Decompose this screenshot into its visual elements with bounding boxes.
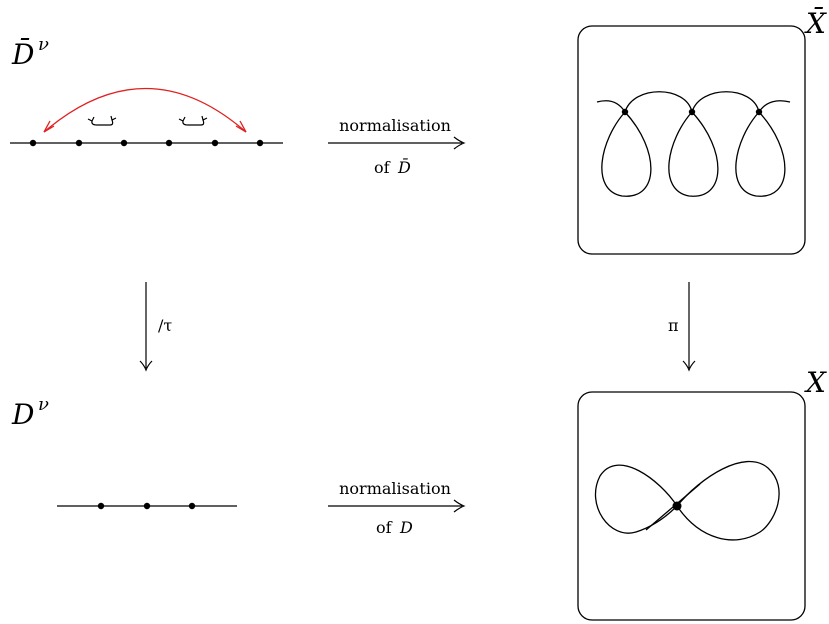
xbar-arc-right (758, 100, 791, 113)
xbar-loop-3 (735, 111, 786, 197)
xbar-box: X̄ (577, 6, 827, 255)
bottom-arrow-var: D (399, 518, 413, 537)
x-box: X (577, 366, 827, 621)
xbar-loop-1 (601, 111, 652, 197)
xbar-loop-2 (668, 111, 719, 197)
x-label: X (804, 366, 827, 399)
x-loop-right (676, 461, 780, 541)
xbar-label: X̄ (804, 6, 827, 40)
xbar-node-2 (688, 108, 696, 116)
top-arrow-var: D̄ (397, 156, 411, 177)
d-point-3 (188, 502, 196, 510)
dbar-nu-label: D̄ ν (11, 34, 49, 71)
dbar-point-2 (75, 139, 83, 147)
red-swap-arrow (43, 87, 247, 133)
right-arrowhead (682, 360, 696, 372)
d-point-1 (97, 502, 105, 510)
d-nu-line (57, 502, 237, 510)
bottom-arrow-of: of (376, 518, 393, 537)
top-arrow-of: of (374, 158, 391, 177)
pi-label: π (668, 316, 679, 335)
xbar-arc-1 (624, 91, 693, 113)
xbar-node-1 (621, 108, 629, 116)
dbar-nu-line (10, 87, 283, 147)
swap-symbol-left (87, 115, 117, 126)
dbar-point-4 (165, 139, 173, 147)
top-arrowhead (453, 136, 466, 150)
d-base: D (11, 398, 34, 431)
right-pi-arrow: π (668, 282, 696, 372)
d-sup: ν (38, 394, 49, 415)
dbar-point-5 (211, 139, 219, 147)
dbar-point-6 (256, 139, 264, 147)
left-arrowhead (139, 360, 153, 372)
red-arrowhead-right (235, 120, 247, 133)
top-arrow-text: normalisation (339, 116, 451, 135)
left-quotient-arrow: /τ (139, 282, 172, 372)
x-frame (577, 391, 806, 621)
bottom-normalisation-arrow: normalisation of D (328, 479, 466, 537)
swap-symbol-right (178, 115, 208, 126)
d-nu-label: D ν (11, 394, 49, 431)
d-point-2 (143, 502, 151, 510)
xbar-arc-2 (691, 91, 760, 113)
xbar-node-3 (755, 108, 763, 116)
xbar-arc-left (596, 100, 626, 113)
dbar-point-1 (29, 139, 37, 147)
dbar-base: D̄ (11, 37, 34, 71)
x-loop-left (594, 464, 678, 534)
bottom-arrow-text: normalisation (339, 479, 451, 498)
xbar-frame (577, 25, 806, 255)
bottom-arrowhead (453, 499, 466, 513)
x-singular-point (672, 501, 682, 511)
tau-label: /τ (158, 316, 172, 335)
top-normalisation-arrow: normalisation of D̄ (328, 116, 466, 177)
red-arrowhead-left (43, 120, 55, 133)
dbar-sup: ν (38, 34, 49, 55)
dbar-point-3 (120, 139, 128, 147)
